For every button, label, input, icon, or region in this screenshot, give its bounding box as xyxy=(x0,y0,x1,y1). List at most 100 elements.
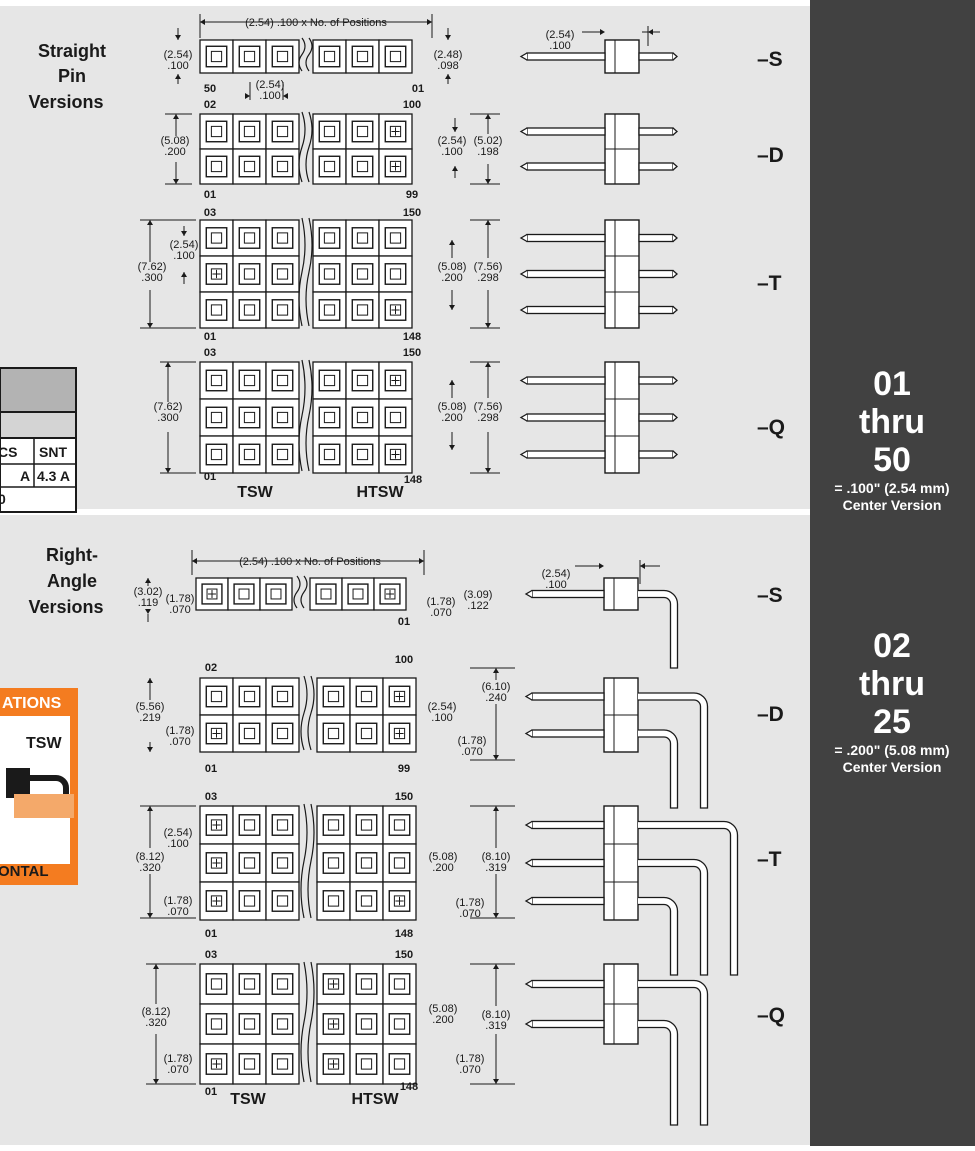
side-pin-tip xyxy=(672,450,678,459)
pin-tip xyxy=(276,304,289,316)
square-pin xyxy=(271,973,294,995)
ra-q-right-b-dim-in: .319 xyxy=(485,1020,506,1032)
square-pin xyxy=(205,120,228,143)
square-pin xyxy=(238,722,261,745)
square-pin xyxy=(238,973,261,995)
d-num-tr: 100 xyxy=(403,99,421,111)
pin-tip xyxy=(243,978,256,990)
square-pin xyxy=(318,120,341,143)
side-pin-tip xyxy=(524,820,533,830)
ra-t-left-a-dim-in: .100 xyxy=(167,838,188,850)
right-angle-suffix-t: –T xyxy=(757,848,782,871)
s-pitch-dim-mm: (2.54) xyxy=(256,79,285,91)
square-pin xyxy=(205,1013,228,1035)
spec-cell-zero: 0 xyxy=(0,491,6,507)
pin-tip xyxy=(356,50,369,63)
t-num-tl: 03 xyxy=(204,207,216,219)
side-pin-tip xyxy=(519,162,528,171)
pin-tip xyxy=(327,978,340,990)
dim-arrow xyxy=(147,913,153,918)
sidebar-block1-line3: 50 xyxy=(873,441,911,479)
side-pin-left xyxy=(531,589,605,599)
square-pin xyxy=(322,890,345,912)
ra-t-num-tl: 03 xyxy=(205,791,217,803)
pin-tip xyxy=(356,232,369,244)
pin-tip xyxy=(356,411,369,424)
square-pin xyxy=(271,45,294,68)
pin-tip xyxy=(276,727,289,740)
pin-tip xyxy=(327,727,340,740)
pin-tip xyxy=(389,125,402,138)
ra-q-right-b-dim-mm: (8.10) xyxy=(482,1009,511,1021)
straight-title: Straight Pin Versions xyxy=(28,41,106,112)
square-pin xyxy=(351,443,374,466)
pin-tip xyxy=(243,1058,256,1070)
break-symbol xyxy=(305,359,313,472)
ra-t-left-c-dim-mm: (1.78) xyxy=(164,895,193,907)
pin-tip xyxy=(270,588,282,600)
insulator-cell xyxy=(312,361,347,400)
break-symbol xyxy=(305,37,313,72)
square-pin xyxy=(238,1053,261,1075)
side-pin-left xyxy=(526,413,606,422)
ra-d-right-b-dim-mm: (6.10) xyxy=(482,681,511,693)
ra-t-left-b-dim-mm: (8.12) xyxy=(136,851,165,863)
ra-s-left-b-dim-mm: (1.78) xyxy=(166,593,195,605)
pin-tip xyxy=(210,374,223,387)
pin-tip xyxy=(393,1058,406,1070)
tsw-label: TSW xyxy=(237,484,273,501)
square-pin xyxy=(322,852,345,874)
dim-arrow xyxy=(245,93,250,99)
ra-d-right-a-dim-in: .100 xyxy=(431,712,452,724)
pin-tip xyxy=(356,374,369,387)
ra-q-left-a-dim-in: .320 xyxy=(145,1017,166,1029)
dim-arrow xyxy=(165,468,171,473)
dim-arrow xyxy=(192,558,197,564)
square-pin xyxy=(355,814,378,836)
q-num-bl: 01 xyxy=(204,471,216,483)
pin-tip xyxy=(243,268,256,280)
right-angle-title-line2: Angle xyxy=(47,571,97,591)
d-right-a-dim-mm: (2.54) xyxy=(438,135,467,147)
square-pin xyxy=(271,890,294,912)
side-pin-tip xyxy=(519,450,528,459)
pin-tip xyxy=(389,268,402,280)
pin-tip xyxy=(276,232,289,244)
pin-tip xyxy=(210,978,223,990)
htsw-label: HTSW xyxy=(356,484,404,501)
dim-arrow xyxy=(485,179,491,184)
t-right-b-dim-in: .298 xyxy=(477,272,498,284)
badge-bottom: ONTAL xyxy=(0,863,49,880)
dim-arrow xyxy=(485,362,491,367)
t-left-b-dim-in: .100 xyxy=(173,250,194,262)
sidebar-block1-line2: thru xyxy=(859,403,925,441)
dim-arrow xyxy=(147,220,153,225)
square-pin xyxy=(271,852,294,874)
d-left-dim-in: .200 xyxy=(164,146,185,158)
square-pin xyxy=(388,1053,411,1075)
pin-tip xyxy=(276,268,289,280)
dim-arrow xyxy=(493,755,499,760)
side-pin-tip xyxy=(519,127,528,136)
pin-tip xyxy=(323,50,336,63)
dim-arrow xyxy=(648,29,653,35)
ra-d-left-b-dim-in: .070 xyxy=(169,736,190,748)
side-pin-tip xyxy=(519,376,528,385)
right-angle-pin xyxy=(638,858,709,976)
square-pin xyxy=(355,722,378,745)
pin-tip xyxy=(327,690,340,703)
dim-arrow xyxy=(485,468,491,473)
straight-title-line2: Pin xyxy=(58,66,86,86)
sidebar-block2-line2: thru xyxy=(859,665,925,703)
insulator-cell xyxy=(349,1043,384,1085)
square-pin xyxy=(351,227,374,249)
pin-tip xyxy=(323,304,336,316)
ra-t-right-c-dim-in: .070 xyxy=(459,908,480,920)
right-angle-title: Right- Angle Versions xyxy=(28,545,103,617)
right-angle-pin xyxy=(638,820,739,976)
right-angle-pin xyxy=(638,692,709,809)
square-pin xyxy=(271,1013,294,1035)
break-symbol xyxy=(298,217,306,327)
pin-tip xyxy=(323,125,336,138)
ra-q-left-b-dim-in: .070 xyxy=(167,1064,188,1076)
